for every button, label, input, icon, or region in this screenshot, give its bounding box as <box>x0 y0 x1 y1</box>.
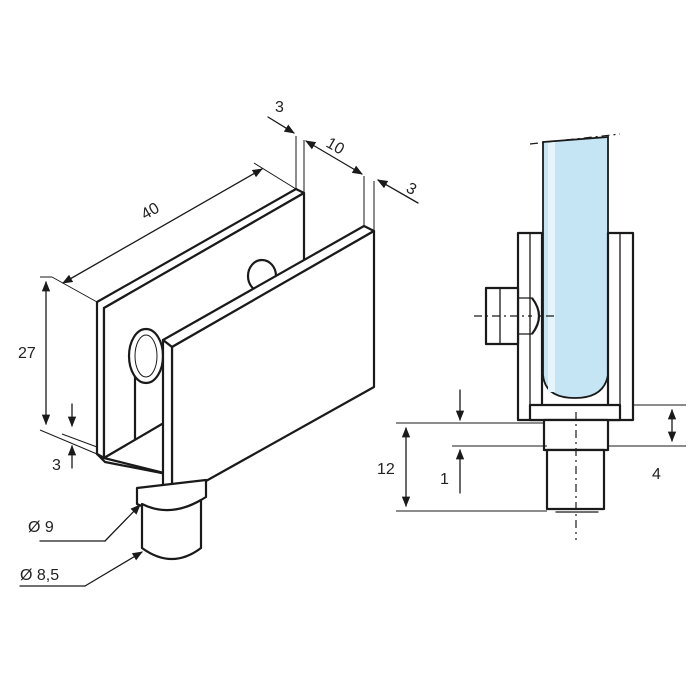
channel-base <box>528 403 622 422</box>
label-40: 40 <box>139 200 163 224</box>
dim-line-3-right <box>377 179 419 204</box>
section-dimensions <box>396 389 686 512</box>
glass-highlight <box>548 142 555 392</box>
dim-line-10 <box>305 140 363 175</box>
isometric-dimensions <box>19 116 419 587</box>
label-12: 12 <box>377 461 395 478</box>
dim-line-3-left <box>267 116 295 134</box>
dim-line-40 <box>62 168 263 284</box>
label-10: 10 <box>323 135 347 159</box>
label-3-top-left: 3 <box>275 99 284 116</box>
label-1: 1 <box>440 471 449 488</box>
front-screw-ring <box>134 334 158 378</box>
label-diameter-9: Ø 9 <box>28 519 54 536</box>
glass-panel <box>542 136 609 399</box>
label-4: 4 <box>652 466 661 483</box>
stud-body <box>140 498 203 560</box>
label-diameter-8-5: Ø 8,5 <box>20 567 59 584</box>
label-3-base: 3 <box>52 457 61 474</box>
front-plate-side <box>161 338 174 502</box>
clamp-isometric-view <box>95 187 376 560</box>
clamp-section-view <box>474 133 635 540</box>
label-27: 27 <box>18 345 36 362</box>
front-screw-head <box>127 327 165 385</box>
